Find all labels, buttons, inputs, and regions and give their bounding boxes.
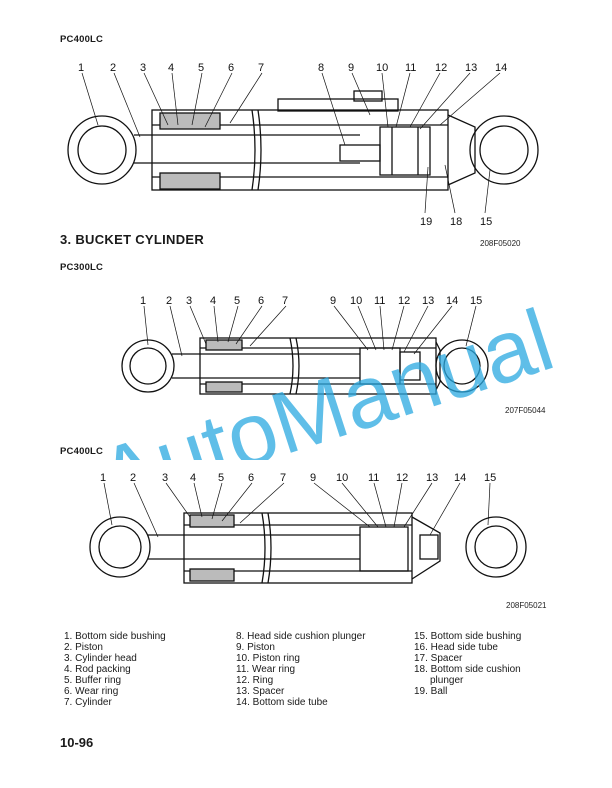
- legend-item: 11. Wear ring: [236, 664, 296, 675]
- callout-2-4: 4: [210, 295, 216, 307]
- callout-1-10: 10: [376, 62, 388, 74]
- callout-3-2: 2: [130, 472, 136, 484]
- legend-item: 1. Bottom side bushing: [64, 631, 166, 642]
- legend-item: 8. Head side cushion plunger: [236, 631, 366, 642]
- legend-item: 12. Ring: [236, 675, 274, 686]
- callout-3-7: 7: [280, 472, 286, 484]
- callout-1-7: 7: [258, 62, 264, 74]
- callout-2-14: 14: [446, 295, 458, 307]
- callout-2-9: 9: [330, 295, 336, 307]
- legend-item: 19. Ball: [414, 686, 448, 697]
- figure-code-2: 207F05044: [505, 406, 546, 415]
- legend-item: 4. Rod packing: [64, 664, 131, 675]
- cylinder-diagram-1: 1 2 3 4 5 6 7 8 9 10 11 12 13 14 19 18 1…: [67, 62, 539, 228]
- callout-3-12: 12: [396, 472, 408, 484]
- callout-2-10: 10: [350, 295, 362, 307]
- legend-column-1: 1. Bottom side bushing 2. Piston 3. Cyli…: [64, 631, 166, 708]
- figure-code-3: 208F05021: [506, 601, 547, 610]
- callout-1-6: 6: [228, 62, 234, 74]
- callout-2-2: 2: [166, 295, 172, 307]
- callout-1-5: 5: [198, 62, 204, 74]
- callout-2-11: 11: [374, 295, 385, 307]
- callout-2-13: 13: [422, 295, 434, 307]
- callout-3-3: 3: [162, 472, 168, 484]
- legend-item: 7. Cylinder: [64, 697, 112, 708]
- callout-1-18: 18: [450, 216, 462, 228]
- callout-2-6: 6: [258, 295, 264, 307]
- callout-2-3: 3: [186, 295, 192, 307]
- legend-item: 10. Piston ring: [236, 653, 300, 664]
- section-title: 3. BUCKET CYLINDER: [60, 232, 205, 247]
- callout-1-9: 9: [348, 62, 354, 74]
- legend-item: 18. Bottom side cushion: [414, 664, 521, 675]
- callout-3-15: 15: [484, 472, 496, 484]
- legend-item: 13. Spacer: [236, 686, 285, 697]
- callout-2-15: 15: [470, 295, 482, 307]
- callout-2-12: 12: [398, 295, 410, 307]
- cylinder-diagram-2: 1 2 3 4 5 6 7 9 10 11 12 13 14 15: [121, 295, 489, 395]
- callout-1-14: 14: [495, 62, 507, 74]
- legend-item: 5. Buffer ring: [64, 675, 122, 686]
- legend-item: 14. Bottom side tube: [236, 697, 328, 708]
- cylinder-diagram-3: 1 2 3 4 5 6 7 9 10 11 12 13 14 15: [89, 472, 527, 584]
- legend-item: 6. Wear ring: [64, 686, 119, 697]
- callout-1-19: 19: [420, 216, 432, 228]
- figure-model-label-2: PC300LC: [60, 262, 104, 273]
- callout-1-13: 13: [465, 62, 477, 74]
- figure-model-label-top: PC400LC: [60, 34, 104, 45]
- legend-item: 2. Piston: [64, 642, 103, 653]
- callout-2-5: 5: [234, 295, 240, 307]
- callout-1-12: 12: [435, 62, 447, 74]
- callout-1-4: 4: [168, 62, 174, 74]
- callout-3-9: 9: [310, 472, 316, 484]
- callout-1-2: 2: [110, 62, 116, 74]
- legend-item: 9. Piston: [236, 642, 275, 653]
- figure-model-label-3: PC400LC: [60, 446, 104, 457]
- callout-1-15: 15: [480, 216, 492, 228]
- callout-3-10: 10: [336, 472, 348, 484]
- callout-1-3: 3: [140, 62, 146, 74]
- callout-3-13: 13: [426, 472, 438, 484]
- callout-3-4: 4: [190, 472, 196, 484]
- callout-1-11: 11: [405, 62, 416, 74]
- legend-item: 17. Spacer: [414, 653, 463, 664]
- legend-item: 3. Cylinder head: [64, 653, 137, 664]
- callout-3-11: 11: [368, 472, 379, 484]
- callout-1-1: 1: [78, 62, 84, 74]
- page-number: 10-96: [60, 735, 94, 750]
- legend-column-3: 15. Bottom side bushing 16. Head side tu…: [414, 631, 521, 697]
- callout-2-7: 7: [282, 295, 288, 307]
- callout-3-6: 6: [248, 472, 254, 484]
- callout-3-1: 1: [100, 472, 106, 484]
- legend-item: plunger: [430, 675, 464, 686]
- legend-column-2: 8. Head side cushion plunger 9. Piston 1…: [236, 631, 366, 708]
- legend-item: 16. Head side tube: [414, 642, 498, 653]
- callout-3-5: 5: [218, 472, 224, 484]
- callout-3-14: 14: [454, 472, 466, 484]
- callout-1-8: 8: [318, 62, 324, 74]
- legend-item: 15. Bottom side bushing: [414, 631, 522, 642]
- figure-code-1: 208F05020: [480, 239, 521, 248]
- callout-2-1: 1: [140, 295, 146, 307]
